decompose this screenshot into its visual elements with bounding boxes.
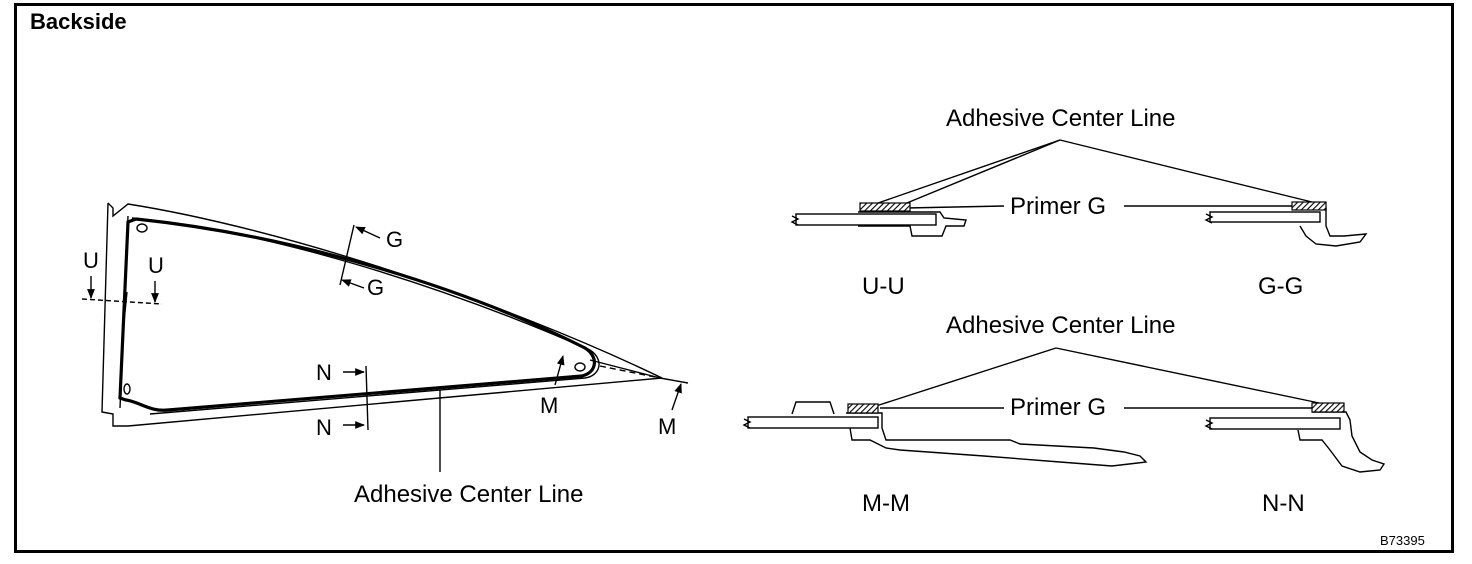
label-g-top: G xyxy=(386,227,403,252)
cut-line-g xyxy=(339,224,381,289)
label-adhesive-main: Adhesive Center Line xyxy=(354,481,583,508)
label-primer-bottom: Primer G xyxy=(1010,394,1106,421)
label-section-mm: M-M xyxy=(862,490,910,517)
section-gg xyxy=(1204,201,1368,247)
diagram-title: Backside xyxy=(30,9,127,34)
label-section-gg: G-G xyxy=(1258,273,1303,300)
label-n-bottom: N xyxy=(316,415,332,440)
diagram-frame xyxy=(14,3,1454,553)
leaders-adhesive-top xyxy=(877,139,1313,206)
label-n-top: N xyxy=(316,360,332,385)
mount-hole-bottom xyxy=(123,383,131,395)
mount-hole-top xyxy=(136,223,148,233)
figure-code: B73395 xyxy=(1380,533,1425,548)
label-u-right: U xyxy=(148,253,164,278)
label-primer-top: Primer G xyxy=(1010,193,1106,220)
label-u-left: U xyxy=(83,248,99,273)
label-m-inner: M xyxy=(540,393,558,418)
leaders-primer-top xyxy=(905,205,1296,209)
label-m-outer: M xyxy=(658,414,676,439)
label-adhesive-bottom: Adhesive Center Line xyxy=(946,312,1175,339)
cut-line-u xyxy=(81,276,163,323)
section-nn xyxy=(1204,402,1386,473)
section-uu xyxy=(790,202,967,237)
cut-line-m xyxy=(554,355,682,411)
label-adhesive-top: Adhesive Center Line xyxy=(946,105,1175,132)
label-section-uu: U-U xyxy=(862,273,905,300)
label-section-nn: N-N xyxy=(1262,490,1305,517)
cut-line-n xyxy=(343,365,369,431)
leaders-adhesive-bottom xyxy=(875,347,1325,407)
section-mm xyxy=(742,401,1148,467)
adhesive-bead xyxy=(118,217,596,412)
label-g-bottom: G xyxy=(367,275,384,300)
mount-hole-rear xyxy=(574,362,586,372)
